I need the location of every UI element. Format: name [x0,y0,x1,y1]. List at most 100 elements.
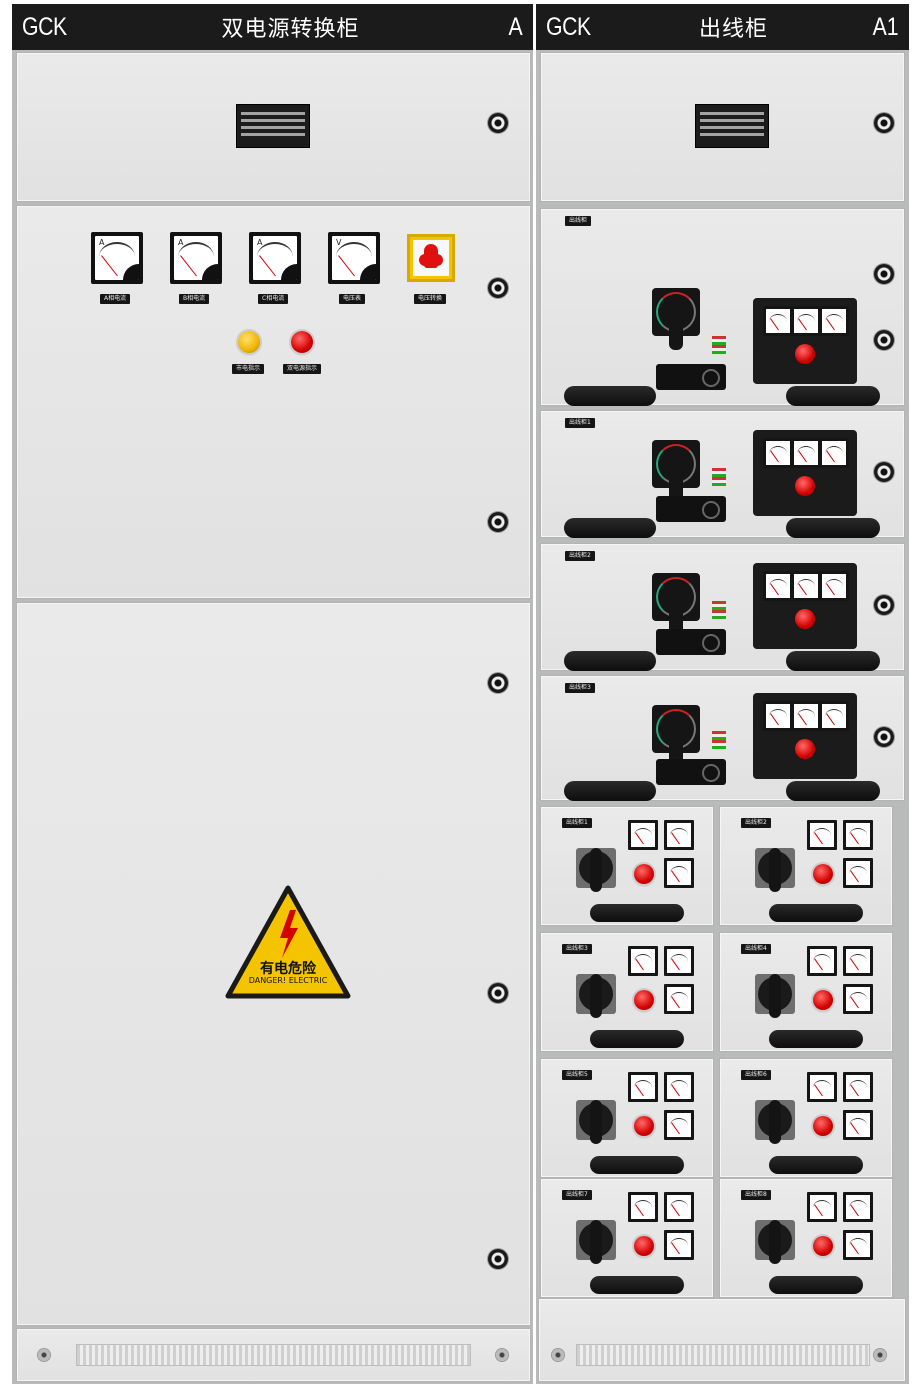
lamp-label: 市电指示 [232,364,265,374]
door-lock[interactable] [488,278,508,298]
drawer-pull-handle[interactable] [590,904,684,922]
rotary-switch[interactable] [576,848,616,892]
door-lock[interactable] [488,1249,508,1269]
rotary-switch[interactable] [576,974,616,1018]
rotary-switch[interactable] [755,974,795,1018]
door-lock[interactable] [488,113,508,133]
mini-meter [664,984,694,1014]
drawer-pull-handle-right[interactable] [786,518,880,538]
operating-mechanism [656,364,726,390]
rotary-switch[interactable] [576,1220,616,1264]
indicator-lamp [634,990,654,1010]
mini-meter [807,1072,837,1102]
drawer-pull-handle-left[interactable] [564,518,656,538]
rotary-switch[interactable] [755,1100,795,1144]
meter-label: B相电流 [179,294,210,304]
mini-meter [628,946,658,976]
header-title: 双电源转换柜 [221,17,360,42]
indicator-lamp [795,344,815,364]
drawer-pull-handle[interactable] [769,1276,863,1294]
drawer-label: 出线柜1 [565,418,595,428]
nameplate [695,104,769,148]
drawer-pull-handle[interactable] [769,904,863,922]
instrument-panel [753,298,857,384]
mini-meter [791,306,821,336]
drawer-label: 出线柜1 [562,818,592,828]
status-indicator [712,468,726,486]
plinth-right [538,1298,906,1382]
ammeter-a-phase: A [91,232,143,284]
mini-meter [763,306,793,336]
breaker-rotary-handle[interactable] [652,705,700,767]
drawer-label: 出线柜6 [741,1070,771,1080]
drawer-label: 出线柜 [565,216,592,226]
drawer-pull-handle-left[interactable] [564,651,656,671]
mini-meter [843,984,873,1014]
mini-meter [664,1072,694,1102]
warning-triangle-icon [225,885,351,999]
rotary-switch[interactable] [755,848,795,892]
drawer-lock[interactable] [874,264,894,284]
drawer-pull-handle[interactable] [769,1030,863,1048]
instrument-panel [753,563,857,649]
drawer-pull-handle[interactable] [769,1156,863,1174]
mini-meter [819,438,849,468]
drawer-label: 出线柜3 [565,683,595,693]
indicator-lamp [795,609,815,629]
voltage-selector-switch[interactable] [407,234,455,282]
drawer-pull-handle[interactable] [590,1276,684,1294]
mini-meter [843,946,873,976]
rotary-switch[interactable] [576,1100,616,1144]
drawer-lock[interactable] [874,727,894,747]
indicator-lamp [795,739,815,759]
door-lock[interactable] [488,512,508,532]
mini-meter [628,1072,658,1102]
instrument-panel [753,693,857,779]
mini-meter [819,701,849,731]
mini-meter [807,820,837,850]
indicator-lamp [795,476,815,496]
instrument-panel [753,430,857,516]
door-lock[interactable] [874,113,894,133]
drawer-pull-handle-left[interactable] [564,781,656,801]
breaker-rotary-handle[interactable] [652,440,700,502]
mini-meter [763,571,793,601]
drawer-pull-handle[interactable] [590,1030,684,1048]
mini-meter [664,946,694,976]
status-indicator [712,336,726,354]
drawer-pull-handle-left[interactable] [564,386,656,406]
mini-meter [819,306,849,336]
warning-text-cn: 有电危险 [260,961,316,977]
vent-grille [76,1344,471,1366]
breaker-rotary-handle[interactable] [652,573,700,635]
door-lock[interactable] [488,673,508,693]
mini-meter [628,1192,658,1222]
meter-label: A相电流 [100,294,131,304]
drawer-lock[interactable] [874,595,894,615]
status-indicator [712,601,726,619]
operating-mechanism [656,496,726,522]
meter-label: C相电流 [258,294,289,304]
drawer-pull-handle-right[interactable] [786,386,880,406]
indicator-lamp [813,1236,833,1256]
rotary-switch[interactable] [755,1220,795,1264]
drawer-pull-handle[interactable] [590,1156,684,1174]
header-title: 出线柜 [699,17,769,42]
drawer-pull-handle-right[interactable] [786,651,880,671]
mini-meter [664,1192,694,1222]
breaker-rotary-handle[interactable] [652,288,700,350]
mini-meter [664,1110,694,1140]
mini-meter [763,438,793,468]
indicator-lamp [634,1116,654,1136]
drawer-lock[interactable] [874,330,894,350]
drawer-lock[interactable] [874,462,894,482]
door-lock[interactable] [488,983,508,1003]
drawer-pull-handle-right[interactable] [786,781,880,801]
ammeter-c-phase: A [249,232,301,284]
danger-warning-sign: 有电危险 DANGER! ELECTRIC [224,884,352,1000]
dual-source-indicator-lamp [291,331,313,353]
mini-meter [628,820,658,850]
header-code: GCK [546,12,591,41]
voltmeter: V [328,232,380,284]
mains-indicator-lamp [238,331,260,353]
